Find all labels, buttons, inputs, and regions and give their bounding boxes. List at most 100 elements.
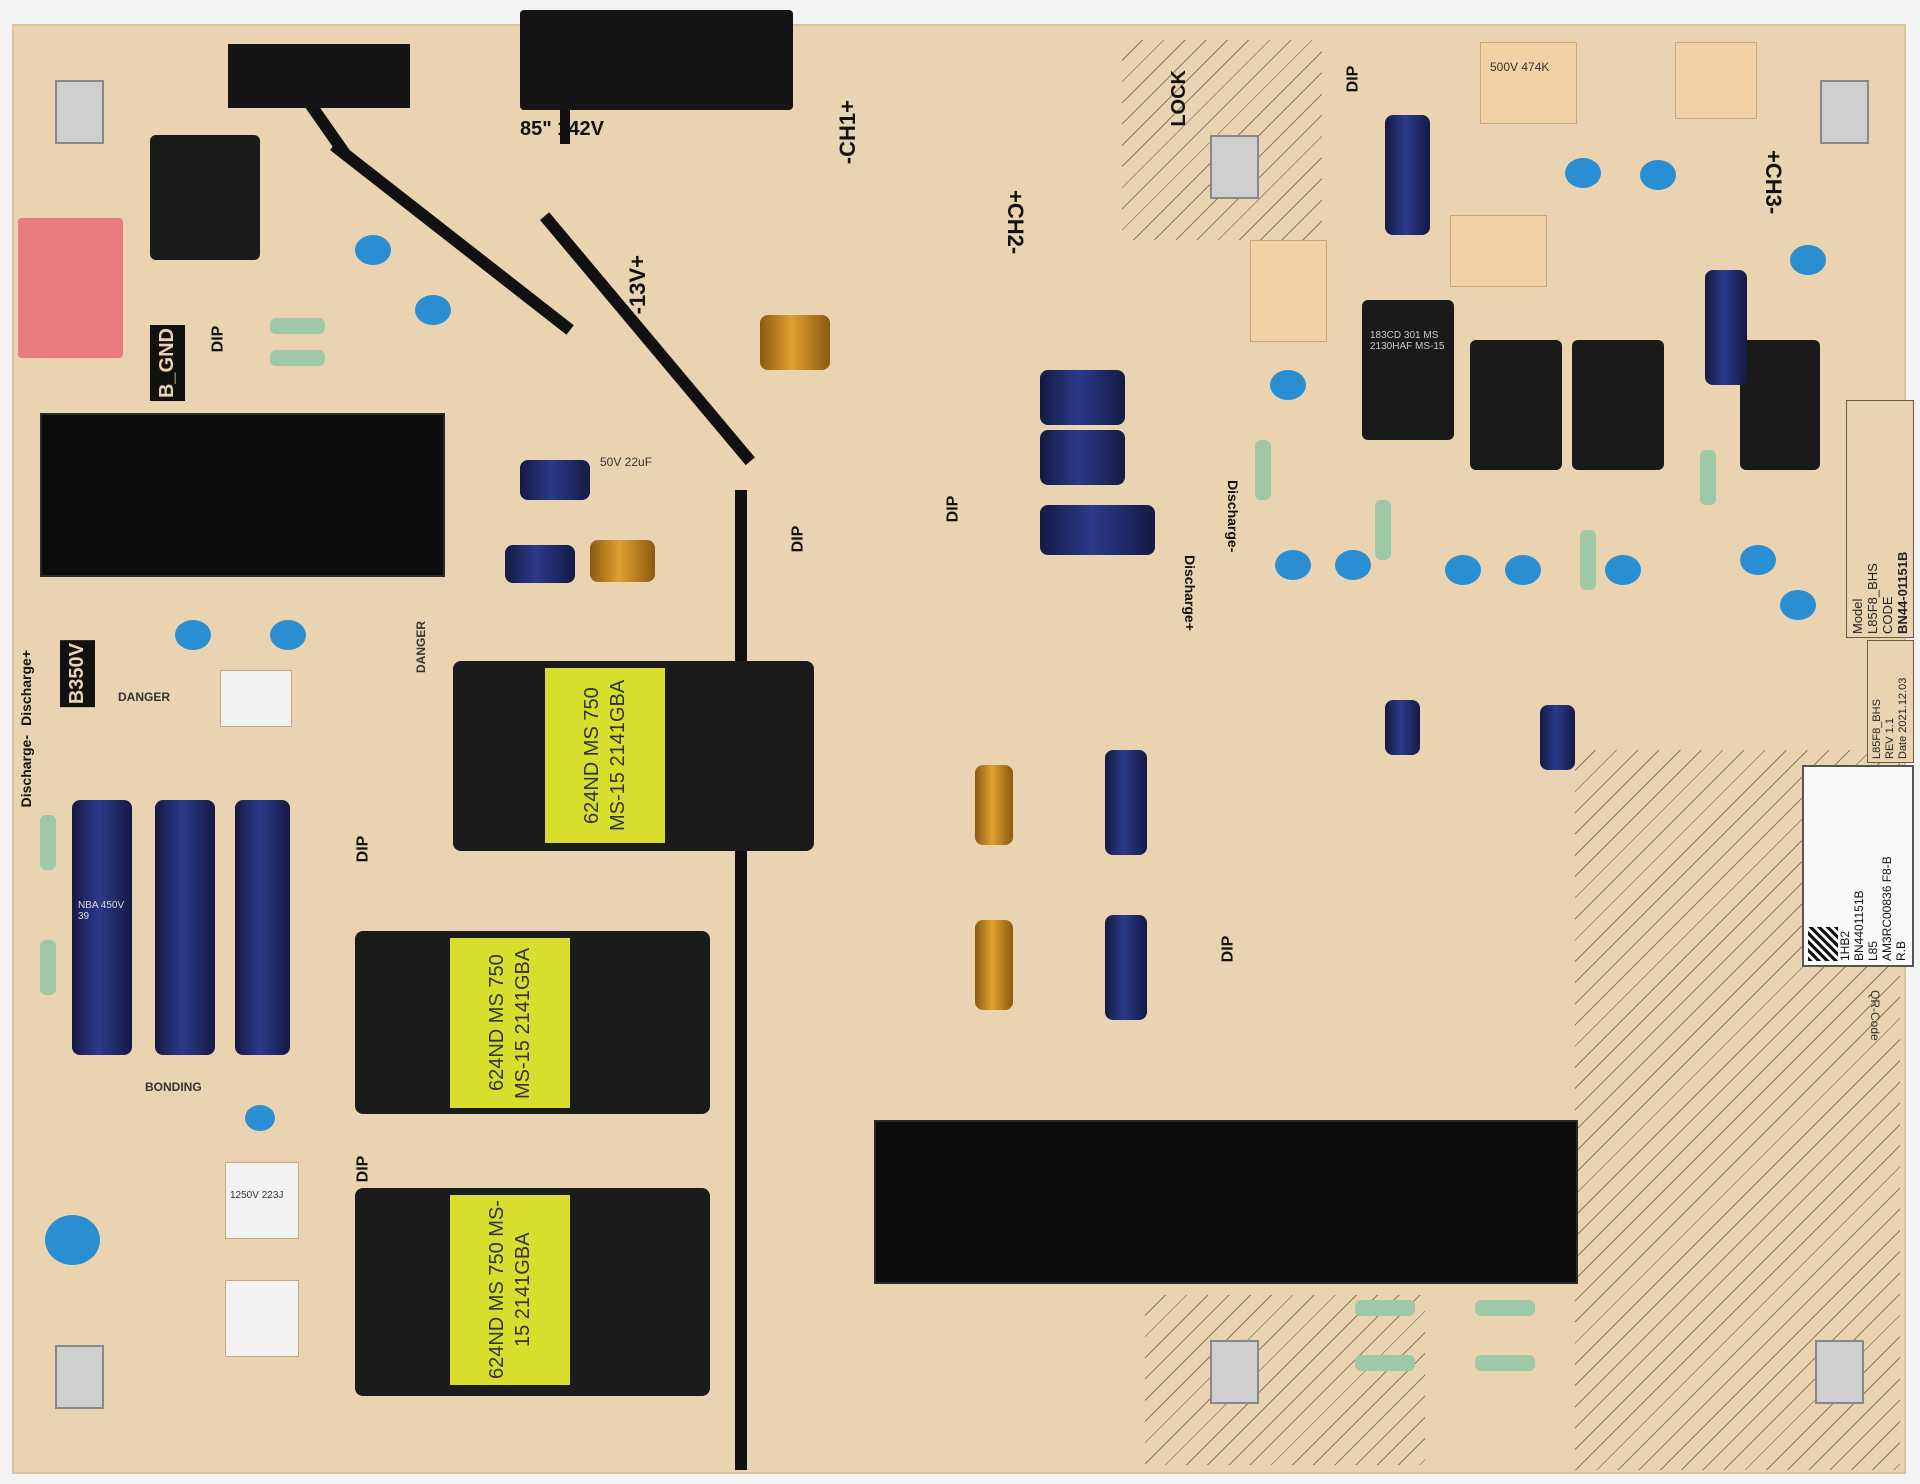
model-value-small: L85F8_BHS bbox=[1871, 699, 1883, 759]
cap-c9024 bbox=[1385, 115, 1430, 235]
b350v-label: B350V bbox=[60, 640, 95, 708]
cap-cm859 bbox=[1040, 430, 1125, 485]
ceramic-cap bbox=[355, 235, 391, 265]
ceramic-cap bbox=[45, 1215, 100, 1265]
sticker-line-3: L85 bbox=[1866, 940, 1880, 961]
code-label: CODE bbox=[1880, 596, 1895, 634]
ceramic-cap bbox=[175, 620, 211, 650]
ch2-label: +CH2- bbox=[1003, 190, 1028, 255]
cap-cm858 bbox=[1105, 750, 1147, 855]
small-film-cap bbox=[220, 670, 292, 727]
sticker-line-4: AM3RC00836 F8-B bbox=[1880, 856, 1894, 961]
bulk-cap-3 bbox=[235, 800, 290, 1055]
lock-label: LOCK bbox=[1168, 70, 1190, 127]
y-cap-marking: 1250V 223J bbox=[230, 1190, 284, 1201]
dip-label-7: DIP bbox=[789, 525, 807, 553]
dip-label: DIP bbox=[209, 325, 227, 353]
isolation-trace-4 bbox=[735, 490, 747, 1470]
bulk-cap-2 bbox=[155, 800, 215, 1055]
bgnd-label: B_GND bbox=[150, 325, 185, 402]
inductor-2 bbox=[1470, 340, 1562, 470]
resistor bbox=[1375, 500, 1391, 560]
revision: REV 1.1 bbox=[1884, 718, 1896, 759]
resistor bbox=[1255, 440, 1271, 500]
cap-cm853 bbox=[760, 315, 830, 370]
resistor bbox=[40, 815, 56, 870]
inductor-4 bbox=[1740, 340, 1820, 470]
revision-table: L85F8_BHS REV 1.1 Date 2021.12.03 bbox=[1867, 640, 1914, 763]
discharge-minus-label-left: Discharge- bbox=[18, 735, 34, 808]
resistor bbox=[1355, 1355, 1415, 1371]
cap-c9014 bbox=[1385, 700, 1420, 755]
film-cap-3 bbox=[1450, 215, 1547, 287]
cap-cm852 bbox=[975, 765, 1013, 845]
dip-label-5: DIP bbox=[354, 1155, 372, 1183]
ceramic-cap bbox=[415, 295, 451, 325]
cap-cm857 bbox=[1040, 505, 1155, 555]
heatsink-bottom bbox=[874, 1120, 1578, 1284]
qr-code-label: QR-Code bbox=[1868, 990, 1882, 1041]
cap-c9016 bbox=[1540, 705, 1575, 770]
danger-label-2: DANGER bbox=[414, 620, 429, 674]
lug-bottom-right bbox=[1815, 1340, 1864, 1404]
resistor bbox=[1580, 530, 1596, 590]
lug-bottom-left bbox=[55, 1345, 104, 1409]
ceramic-cap bbox=[1790, 245, 1826, 275]
resistor bbox=[270, 350, 325, 366]
danger-label: DANGER bbox=[118, 690, 171, 704]
resistor bbox=[1475, 1300, 1535, 1316]
discharge-minus-label: Discharge- bbox=[1225, 480, 1241, 553]
sticker-line-5: R.B bbox=[1894, 940, 1908, 961]
sticker-line-1: 1HB2 bbox=[1838, 930, 1852, 961]
cap-cm856 bbox=[1105, 915, 1147, 1020]
small-cap-marking: 50V 22uF bbox=[600, 455, 653, 469]
ceramic-cap bbox=[1740, 545, 1776, 575]
ceramic-cap bbox=[1270, 370, 1306, 400]
resistor bbox=[1700, 450, 1716, 505]
film-cap-4 bbox=[1250, 240, 1327, 342]
lug-bottom-center bbox=[1210, 1340, 1259, 1404]
lug-top-left bbox=[55, 80, 104, 144]
cap-cm814 bbox=[520, 460, 590, 500]
ceramic-cap bbox=[1780, 590, 1816, 620]
dip-label-4: DIP bbox=[354, 835, 372, 863]
connector-cn802 bbox=[520, 10, 793, 110]
lug-center bbox=[1210, 135, 1259, 199]
voltage-label: 85" 142V bbox=[520, 118, 604, 140]
transformer-3-label: 624ND MS 750 MS-15 2141GBA bbox=[450, 1195, 570, 1385]
y-cap-2 bbox=[225, 1280, 299, 1357]
resistor bbox=[1355, 1300, 1415, 1316]
discharge-plus-label-left: Discharge+ bbox=[18, 650, 34, 726]
ceramic-cap bbox=[1505, 555, 1541, 585]
film-cap-marking: 500V 474K bbox=[1490, 60, 1550, 74]
model-value: L85F8_BHS bbox=[1865, 563, 1880, 634]
ceramic-cap bbox=[1565, 158, 1601, 188]
code-value: BN44-01151B bbox=[1895, 551, 1910, 634]
resistor bbox=[1475, 1355, 1535, 1371]
cap-cm813 bbox=[590, 540, 655, 582]
connector-cn803 bbox=[228, 44, 410, 108]
cap-cm851 bbox=[975, 920, 1013, 1010]
ceramic-cap bbox=[1605, 555, 1641, 585]
ch3-label: +CH3- bbox=[1761, 150, 1786, 215]
bulk-cap-marking: NBA 450V 39 bbox=[78, 900, 125, 922]
ceramic-cap bbox=[245, 1105, 275, 1131]
resistor bbox=[40, 940, 56, 995]
dip-label-3: DIP bbox=[1344, 65, 1362, 93]
sticker-line-2: BN4401151B bbox=[1852, 890, 1866, 962]
transformer-1-label: 624ND MS 750 MS-15 2141GBA bbox=[545, 668, 665, 843]
dip-label-6: DIP bbox=[1219, 935, 1237, 963]
dip-label-2: DIP bbox=[944, 495, 962, 523]
13v-label: -13V+ bbox=[625, 255, 650, 315]
date: Date 2021.12.03 bbox=[1897, 677, 1909, 759]
lug-top-right bbox=[1820, 80, 1869, 144]
cap-cm860 bbox=[1040, 370, 1125, 425]
ch1-label: -CH1+ bbox=[835, 100, 860, 165]
y-cap-1 bbox=[225, 1162, 299, 1239]
ceramic-cap bbox=[1640, 160, 1676, 190]
resistor bbox=[270, 318, 325, 334]
ceramic-cap bbox=[1275, 550, 1311, 580]
qr-sticker: 1HB2 BN4401151B L85 AM3RC00836 F8-B R.B bbox=[1802, 765, 1914, 967]
transformer-2-label: 624ND MS 750 MS-15 2141GBA bbox=[450, 938, 570, 1108]
cap-cm812 bbox=[505, 545, 575, 583]
